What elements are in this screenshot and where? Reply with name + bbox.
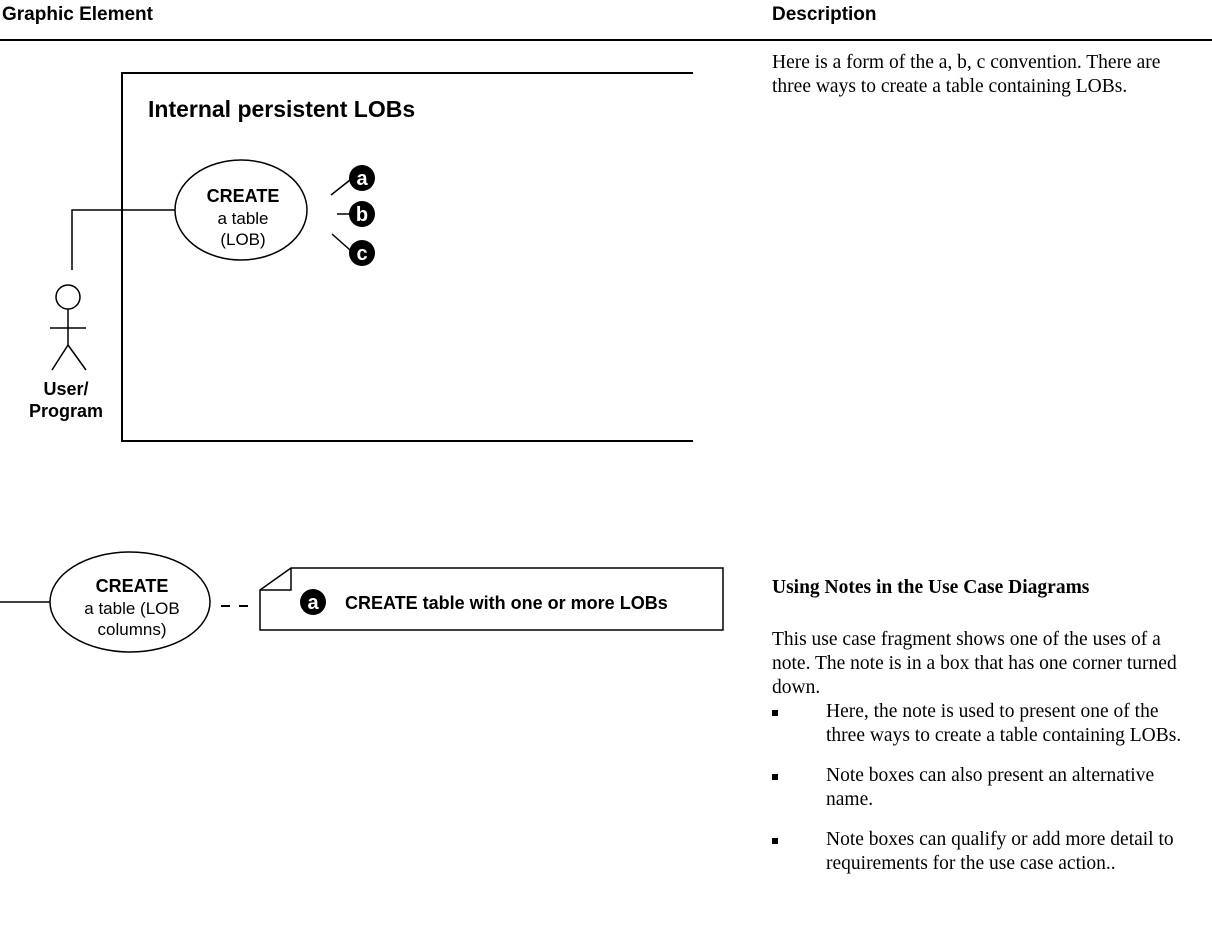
header-rule	[0, 39, 1212, 41]
list-item: Note boxes can qualify or add more detai…	[772, 828, 1202, 876]
description-text-1: Here is a form of the a, b, c convention…	[772, 52, 1161, 97]
usecase-label-line1: CREATE	[207, 186, 280, 206]
system-boundary-box	[121, 72, 693, 442]
usecase-create-table-lob-columns: CREATE a table (LOB columns)	[49, 551, 211, 653]
system-title: Internal persistent LOBs	[148, 96, 415, 122]
bullet-icon	[772, 710, 778, 716]
bullet-text: Here, the note is used to present one of…	[826, 701, 1182, 746]
option-b-label: b	[356, 204, 368, 226]
usecase2-label-line1: CREATE	[96, 576, 169, 596]
option-a-label: a	[356, 168, 368, 190]
list-item: Here, the note is used to present one of…	[772, 700, 1202, 748]
note-text: CREATE table with one or more LOBs	[345, 593, 668, 613]
bullet-text: Note boxes can qualify or add more detai…	[826, 829, 1174, 874]
usecase-label-line2: a table	[217, 209, 268, 228]
actor-label-line2: Program	[29, 401, 103, 421]
bullet-icon	[772, 774, 778, 780]
actor-label-line1: User/	[43, 379, 88, 399]
note-box	[259, 567, 724, 631]
note-marker-label: a	[307, 592, 319, 614]
usecase2-label-line3: columns)	[98, 620, 167, 639]
actor-stick-figure	[50, 284, 87, 371]
usecase-label-line3: (LOB)	[220, 230, 265, 249]
option-c-connector	[331, 233, 351, 251]
section-paragraph-notes: This use case fragment shows one of the …	[772, 629, 1177, 698]
option-c-label: c	[356, 243, 367, 265]
usecase2-label-line2: a table (LOB	[84, 599, 179, 618]
actor-association-line	[71, 209, 176, 270]
bullet-text: Note boxes can also present an alternati…	[826, 765, 1155, 810]
notes-bullet-list: Here, the note is used to present one of…	[772, 700, 1202, 892]
option-b-badge: b	[349, 201, 375, 227]
list-item: Note boxes can also present an alternati…	[772, 764, 1202, 812]
column-header-graphic-element: Graphic Element	[2, 4, 153, 25]
column-header-description: Description	[772, 4, 877, 25]
note-marker-badge: a	[300, 589, 326, 615]
option-a-connector	[330, 179, 351, 196]
option-a-badge: a	[349, 165, 375, 191]
bullet-icon	[772, 838, 778, 844]
section-heading-notes: Using Notes in the Use Case Diagrams	[772, 577, 1090, 598]
usecase-create-table: CREATE a table (LOB)	[174, 159, 308, 261]
option-c-badge: c	[349, 240, 375, 266]
